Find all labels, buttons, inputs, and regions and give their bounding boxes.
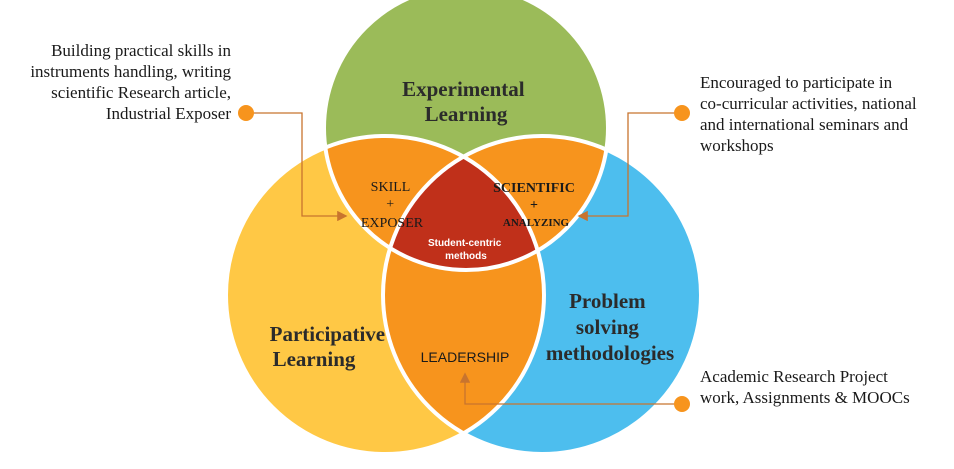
connector-bottom — [459, 372, 682, 405]
overlap-label-scientific-analyzing: SCIENTIFIC + ANALYZING — [493, 179, 579, 229]
center-label-student-centric: Student-centric methods — [428, 238, 504, 262]
circle-outline-right — [381, 134, 703, 456]
circle-outline-top — [322, 0, 610, 272]
note-co-curricular: Encouraged to participate in co-curricul… — [700, 73, 917, 155]
title-problem-solving: Problem solving methodologies — [546, 289, 674, 365]
connector-top-right — [577, 112, 682, 222]
overlap-center — [383, 136, 544, 270]
title-participative-learning: Participative Learning — [270, 322, 391, 371]
connector-top-left — [246, 112, 348, 222]
note-dot-bottom-right — [674, 396, 690, 412]
title-experimental-learning: Experimental Learning — [402, 77, 530, 126]
note-practical-skills: Building practical skills in instruments… — [30, 41, 231, 123]
note-academic-research: Academic Research Project work, Assignme… — [700, 367, 910, 407]
overlap-label-skill-exposer: SKILL + EXPOSER — [361, 180, 424, 231]
overlap-label-leadership: LEADERSHIP — [421, 349, 510, 365]
note-dot-top-right — [674, 105, 690, 121]
circle-outline-left — [224, 134, 546, 456]
note-dot-top-left — [238, 105, 254, 121]
